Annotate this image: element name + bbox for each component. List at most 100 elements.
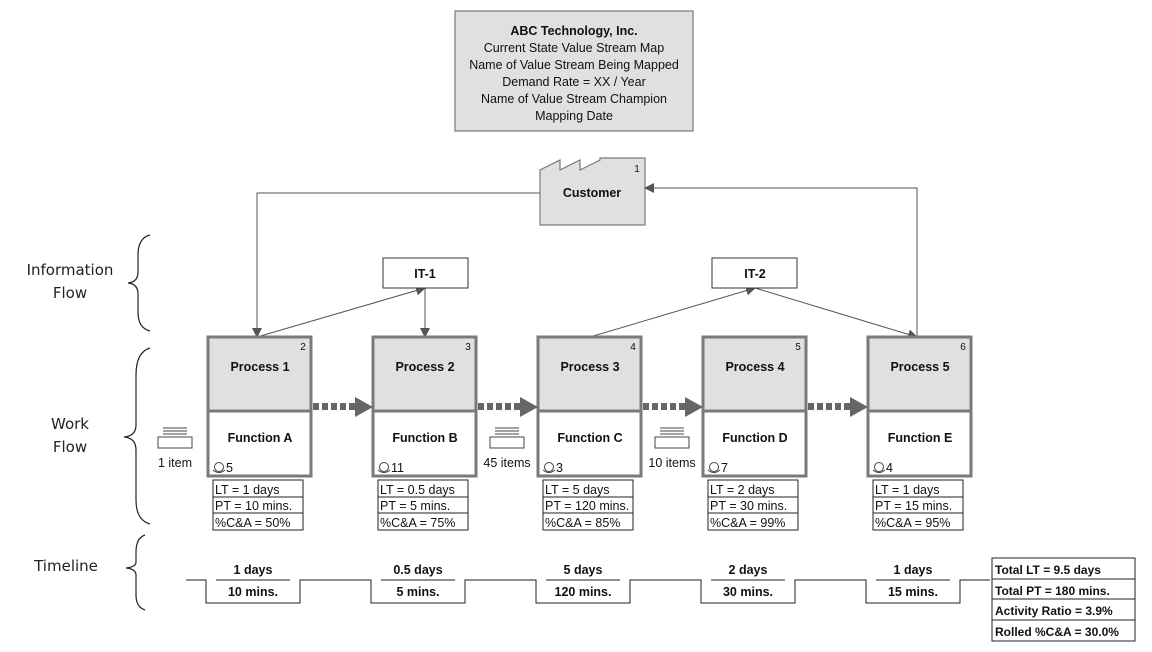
- timeline-mins: 30 mins.: [723, 585, 773, 599]
- function-name: Function E: [888, 431, 953, 445]
- process-number: 6: [960, 342, 966, 353]
- complete-accurate: %C&A = 99%: [710, 516, 785, 530]
- customer-label: Customer: [563, 186, 621, 200]
- operator-icon: [707, 462, 721, 473]
- lead-time: LT = 1 days: [215, 483, 280, 497]
- inventory-count: 1 item: [158, 456, 192, 470]
- operator-count: 5: [226, 461, 233, 475]
- complete-accurate: %C&A = 85%: [545, 516, 620, 530]
- brace-timeline: [125, 534, 146, 611]
- section-braces: [123, 234, 151, 611]
- champion-name: Name of Value Stream Champion: [481, 92, 667, 106]
- timeline-days: 2 days: [729, 563, 768, 577]
- timeline-mins: 15 mins.: [888, 585, 938, 599]
- company-name: ABC Technology, Inc.: [510, 24, 637, 38]
- function-name: Function D: [722, 431, 787, 445]
- process-data-box: LT = 1 days PT = 10 mins. %C&A = 50%: [212, 479, 304, 531]
- rolled-ca: Rolled %C&A = 30.0%: [995, 625, 1119, 639]
- function-name: Function A: [228, 431, 293, 445]
- work-flow-label: Work: [51, 415, 89, 433]
- process-number: 4: [630, 342, 636, 353]
- inventory-count: 45 items: [483, 456, 530, 470]
- inventory-icon: [157, 427, 193, 449]
- process-time: PT = 30 mins.: [710, 499, 787, 513]
- svg-text:Flow: Flow: [53, 438, 87, 456]
- push-arrow: [313, 397, 373, 417]
- brace-information-flow: [127, 234, 151, 332]
- value-stream-name: Name of Value Stream Being Mapped: [469, 58, 679, 72]
- process-name: Process 1: [230, 360, 289, 374]
- operator-count: 11: [391, 461, 404, 475]
- operator-count: 4: [886, 461, 893, 475]
- map-title: Current State Value Stream Map: [484, 41, 664, 55]
- svg-text:IT-2: IT-2: [744, 267, 766, 281]
- process-name: Process 4: [725, 360, 784, 374]
- process-name: Process 2: [395, 360, 454, 374]
- timeline-mins: 10 mins.: [228, 585, 278, 599]
- process-time: PT = 10 mins.: [215, 499, 292, 513]
- header-box: ABC Technology, Inc. Current State Value…: [454, 10, 694, 132]
- svg-text:IT-1: IT-1: [414, 267, 436, 281]
- timeline-days: 0.5 days: [393, 563, 442, 577]
- operator-icon: [212, 462, 226, 473]
- process-number: 3: [465, 342, 471, 353]
- customer-factory-icon: Customer 1: [539, 157, 646, 226]
- brace-work-flow: [123, 347, 151, 525]
- complete-accurate: %C&A = 50%: [215, 516, 290, 530]
- timeline-ladder: [186, 579, 990, 604]
- inventory-count: 10 items: [648, 456, 695, 470]
- process-data-box: LT = 0.5 days PT = 5 mins. %C&A = 75%: [377, 479, 469, 531]
- process-number: 2: [300, 342, 306, 353]
- process-name: Process 3: [560, 360, 619, 374]
- function-name: Function B: [392, 431, 457, 445]
- activity-ratio: Activity Ratio = 3.9%: [995, 604, 1113, 618]
- operator-icon: [872, 462, 886, 473]
- inventory-icon: [489, 427, 525, 449]
- operator-icon: [377, 462, 391, 473]
- process-data-box: LT = 2 days PT = 30 mins. %C&A = 99%: [707, 479, 799, 531]
- push-arrow: [643, 397, 703, 417]
- timeline-label: Timeline: [33, 557, 98, 575]
- process-time: PT = 5 mins.: [380, 499, 450, 513]
- timeline-days: 5 days: [564, 563, 603, 577]
- information-flow-label: Information: [27, 261, 114, 279]
- information-flow-lines: [252, 183, 918, 340]
- lead-time: LT = 2 days: [710, 483, 775, 497]
- total-process-time: Total PT = 180 mins.: [995, 584, 1110, 598]
- push-arrow: [808, 397, 868, 417]
- timeline-days: 1 days: [234, 563, 273, 577]
- operator-icon: [542, 462, 556, 473]
- process-name: Process 5: [890, 360, 949, 374]
- lead-time: LT = 1 days: [875, 483, 940, 497]
- process-time: PT = 120 mins.: [545, 499, 629, 513]
- lead-time: LT = 0.5 days: [380, 483, 455, 497]
- timeline-days: 1 days: [894, 563, 933, 577]
- svg-text:Flow: Flow: [53, 284, 87, 302]
- timeline-mins: 5 mins.: [396, 585, 439, 599]
- push-arrow: [478, 397, 538, 417]
- process-data-box: LT = 5 days PT = 120 mins. %C&A = 85%: [542, 479, 634, 531]
- process-time: PT = 15 mins.: [875, 499, 952, 513]
- demand-rate: Demand Rate = XX / Year: [502, 75, 646, 89]
- mapping-date: Mapping Date: [535, 109, 613, 123]
- total-lead-time: Total LT = 9.5 days: [995, 563, 1101, 577]
- operator-count: 3: [556, 461, 563, 475]
- summary-box: Total LT = 9.5 days Total PT = 180 mins.…: [991, 557, 1136, 642]
- lead-time: LT = 5 days: [545, 483, 610, 497]
- inventory-icon: [654, 427, 690, 449]
- complete-accurate: %C&A = 75%: [380, 516, 455, 530]
- timeline-mins: 120 mins.: [555, 585, 612, 599]
- it-system-1: IT-1: [382, 257, 469, 289]
- it-system-2: IT-2: [711, 257, 798, 289]
- process-number: 5: [795, 342, 801, 353]
- function-name: Function C: [557, 431, 622, 445]
- operator-count: 7: [721, 461, 728, 475]
- customer-number: 1: [634, 164, 640, 175]
